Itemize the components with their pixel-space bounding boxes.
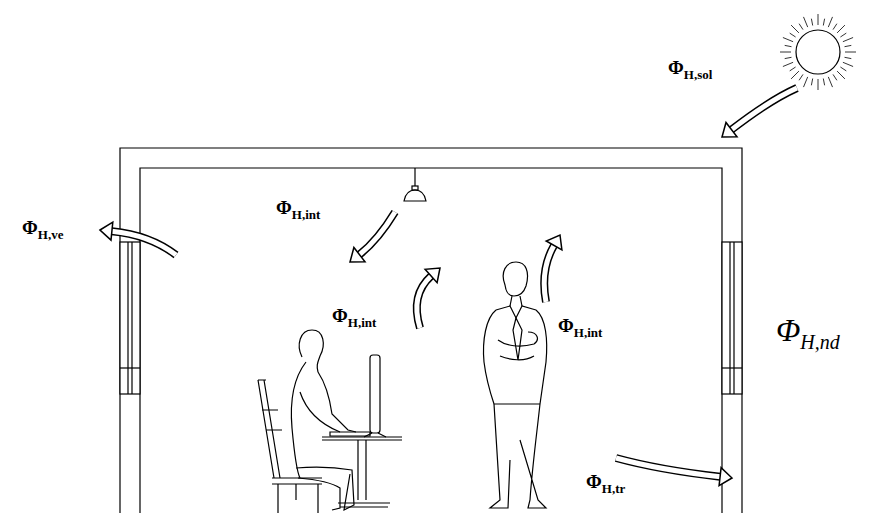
sun-ray xyxy=(845,52,856,53)
sun-ray xyxy=(823,19,824,26)
heat-flow-arrow xyxy=(616,458,732,486)
flux-subscript: H,int xyxy=(574,325,603,340)
sun-ray xyxy=(791,25,799,33)
heat-flow-label: ΦH,tr xyxy=(586,472,625,491)
sun-ray xyxy=(790,67,796,71)
heat-flow-arrow xyxy=(722,88,797,137)
sun-ray xyxy=(811,79,812,86)
sun-ray xyxy=(828,17,832,27)
sun-ray xyxy=(791,71,799,79)
sun-ray xyxy=(811,19,812,26)
sun-ray xyxy=(799,74,803,80)
flux-subscript: H,nd xyxy=(800,331,839,353)
flux-subscript: H,tr xyxy=(602,481,625,496)
heat-flow-label: ΦH,int xyxy=(332,306,376,325)
flux-subscript: H,sol xyxy=(684,67,713,82)
sun-ray xyxy=(833,74,837,80)
flux-symbol: Φ xyxy=(776,312,800,348)
heat-flow-label: ΦH,sol xyxy=(668,58,712,77)
sun-ray xyxy=(780,52,791,53)
sun-ray xyxy=(818,79,819,90)
heat-flow-label: ΦH,nd xyxy=(776,314,840,346)
sun-ray xyxy=(804,77,808,87)
flux-symbol: Φ xyxy=(332,305,348,326)
flux-symbol: Φ xyxy=(276,197,292,218)
sun-ray xyxy=(783,62,793,66)
flux-symbol: Φ xyxy=(668,57,684,78)
sun-ray xyxy=(823,79,824,86)
sun-ray xyxy=(843,38,853,42)
heat-flow-arrow xyxy=(100,222,176,255)
sun-ray xyxy=(837,25,845,33)
heat-flow-arrow xyxy=(417,268,440,328)
sun-ray xyxy=(845,57,852,58)
heat-flow-arrow xyxy=(544,235,562,302)
sun-ray xyxy=(840,67,846,71)
heat-flow-label: ΦH,int xyxy=(276,198,320,217)
sun-ray xyxy=(799,24,803,30)
sun-ray xyxy=(783,38,793,42)
sun-ray xyxy=(833,24,837,30)
sun-ray xyxy=(790,33,796,37)
sun-ray xyxy=(845,45,852,46)
heat-flow-arrow xyxy=(350,212,395,262)
sun-ray xyxy=(785,45,792,46)
sun-ray xyxy=(837,71,845,79)
flux-symbol: Φ xyxy=(22,217,38,238)
sun-ray xyxy=(804,17,808,27)
sun-ray xyxy=(785,57,792,58)
sun-ray xyxy=(828,77,832,87)
flux-symbol: Φ xyxy=(558,315,574,336)
flux-subscript: H,int xyxy=(292,207,321,222)
heat-flow-label: ΦH,int xyxy=(558,316,602,335)
heat-flow-label: ΦH,ve xyxy=(22,218,63,237)
sun-ray xyxy=(843,62,853,66)
sun-ray xyxy=(840,33,846,37)
flux-symbol: Φ xyxy=(586,471,602,492)
sun-ray xyxy=(818,14,819,25)
flux-subscript: H,int xyxy=(348,315,377,330)
flux-subscript: H,ve xyxy=(38,227,64,242)
